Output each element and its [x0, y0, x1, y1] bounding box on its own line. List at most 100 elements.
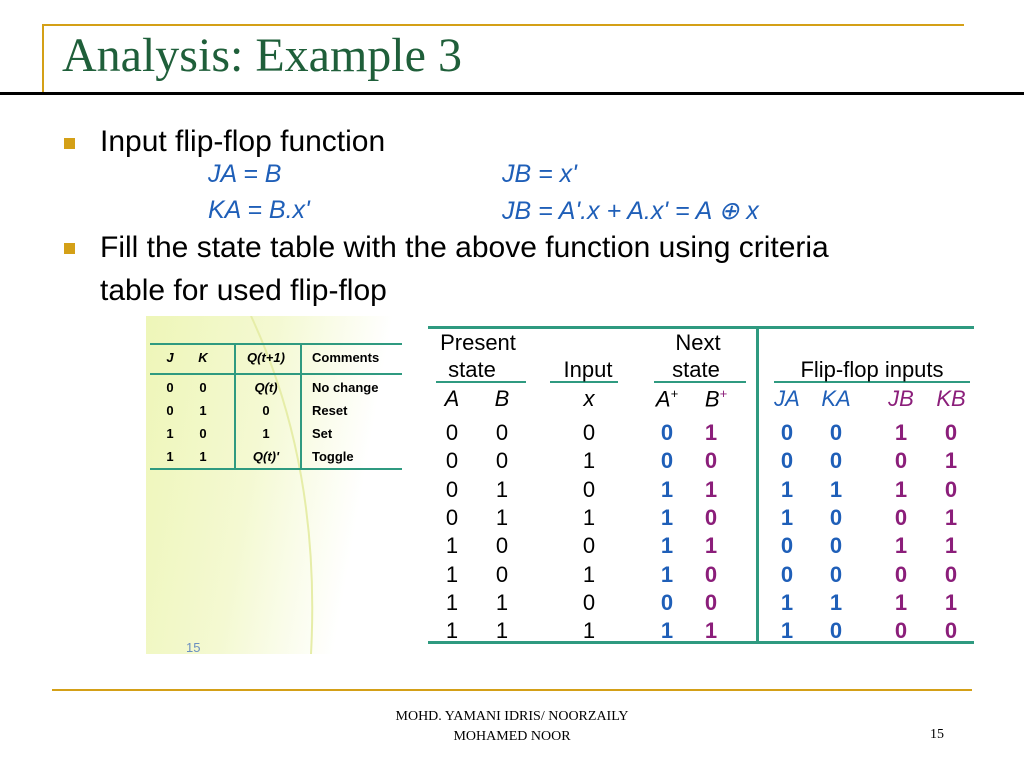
equation-ka: KA = B.x'	[208, 196, 310, 224]
footer-line-1: MOHD. YAMANI IDRIS/ NOORZAILY	[395, 709, 629, 724]
state-underline-next	[654, 381, 746, 383]
state-cell: 1	[495, 476, 509, 502]
header-present: Present	[440, 330, 516, 355]
jk-cell: Q(t)'	[252, 449, 280, 464]
jk-cell: 0	[166, 403, 174, 418]
header-input: Input	[563, 357, 613, 382]
state-underline-present	[436, 381, 526, 383]
jk-header-j: J	[166, 350, 174, 365]
state-cell: 1	[894, 476, 908, 502]
state-cell: 0	[829, 420, 843, 445]
title-frame-left	[42, 24, 44, 94]
state-cell: 1	[445, 618, 459, 644]
jk-cell: Q(t)	[254, 380, 278, 395]
jk-cell: 1	[199, 449, 207, 464]
state-cell: 1	[582, 448, 596, 474]
jk-rule-vertical-2	[300, 343, 302, 470]
footer-authors: MOHD. YAMANI IDRIS/ NOORZAILY MOHAMED NO…	[340, 707, 684, 747]
state-underline-input	[550, 381, 618, 383]
state-cell: 0	[582, 589, 596, 615]
state-cell: 0	[704, 589, 718, 615]
jk-header-comments: Comments	[312, 350, 380, 365]
state-cell: 0	[780, 533, 794, 559]
state-cell: 1	[704, 420, 718, 445]
state-cell: 0	[944, 618, 958, 644]
jk-cell: Reset	[312, 403, 348, 418]
state-cell: 0	[894, 504, 908, 530]
col-header-a-next: A+	[655, 386, 679, 412]
state-cell: 0	[495, 420, 509, 445]
state-cell: 1	[495, 618, 509, 644]
state-cell: 1	[829, 589, 843, 615]
state-cell: 1	[660, 561, 674, 587]
state-cell: 1	[829, 476, 843, 502]
state-cell: 1	[780, 476, 794, 502]
state-cell: 0	[704, 561, 718, 587]
jk-cell: Toggle	[312, 449, 354, 464]
state-rule-top	[428, 326, 974, 329]
state-cell: 0	[704, 448, 718, 474]
state-cell: 0	[582, 476, 596, 502]
slide-title: Analysis: Example 3	[62, 29, 462, 82]
header-next-state: state	[672, 357, 720, 382]
state-rule-bottom	[428, 641, 974, 644]
state-cell: 0	[829, 561, 843, 587]
jk-cell: 0	[166, 380, 174, 395]
jk-header-k: K	[198, 350, 208, 365]
jk-cell: Set	[312, 426, 333, 441]
state-cell: 0	[894, 448, 908, 474]
state-cell: 1	[660, 618, 674, 644]
state-cell: 0	[495, 561, 509, 587]
bullet-square-icon	[64, 138, 75, 149]
state-cell: 0	[445, 476, 459, 502]
col-header-b-next: B+	[704, 386, 728, 412]
jk-cell: 1	[199, 403, 207, 418]
state-cell: 0	[660, 589, 674, 615]
state-cell: 0	[944, 476, 958, 502]
state-cell: 1	[660, 476, 674, 502]
header-next: Next	[675, 330, 721, 355]
col-header-kb: KB	[936, 386, 966, 411]
jk-rule-header	[150, 373, 402, 375]
state-rule-vertical	[756, 326, 759, 644]
backdrop-page-number: 15	[186, 640, 201, 655]
state-cell: 1	[660, 504, 674, 530]
state-cell: 0	[445, 448, 459, 474]
yellow-backdrop	[146, 316, 416, 654]
bullet-square-icon	[64, 243, 75, 254]
state-table: Present state Input Next state Flip-flop…	[428, 326, 974, 646]
state-cell: 0	[944, 561, 958, 587]
jk-cell: 1	[262, 426, 270, 441]
col-header-ka: KA	[821, 386, 851, 411]
jk-header-qnext: Q(t+1)	[247, 350, 285, 365]
col-header-b: B	[494, 386, 510, 411]
state-cell: 1	[445, 533, 459, 559]
state-cell: 1	[944, 448, 958, 474]
state-underline-flipflop	[774, 381, 970, 383]
jk-cell: 0	[199, 426, 207, 441]
state-cell: 1	[582, 561, 596, 587]
state-cell: 1	[944, 504, 958, 530]
jk-rule-vertical-1	[234, 343, 236, 470]
state-cell: 0	[495, 448, 509, 474]
state-cell: 0	[780, 448, 794, 474]
bullet-text-2-line2: table for used flip-flop	[100, 274, 387, 307]
state-cell: 1	[445, 561, 459, 587]
state-cell: 0	[780, 420, 794, 445]
state-cell: 0	[445, 504, 459, 530]
state-cell: 1	[704, 533, 718, 559]
state-cell: 1	[780, 504, 794, 530]
state-cell: 0	[582, 420, 596, 445]
state-cell: 0	[660, 420, 674, 445]
state-cell: 1	[894, 533, 908, 559]
equation-jb-expanded: JB = A'.x + A.x' = A ⊕ x	[502, 197, 759, 225]
equation-jb: JB = x'	[502, 160, 577, 188]
title-rule	[0, 92, 1024, 95]
header-present-state: state	[448, 357, 496, 382]
state-cell: 1	[704, 618, 718, 644]
state-cell: 0	[780, 561, 794, 587]
state-cell: 1	[944, 589, 958, 615]
jk-rule-top	[150, 343, 402, 345]
backdrop-curve	[250, 316, 314, 654]
state-cell: 1	[660, 533, 674, 559]
